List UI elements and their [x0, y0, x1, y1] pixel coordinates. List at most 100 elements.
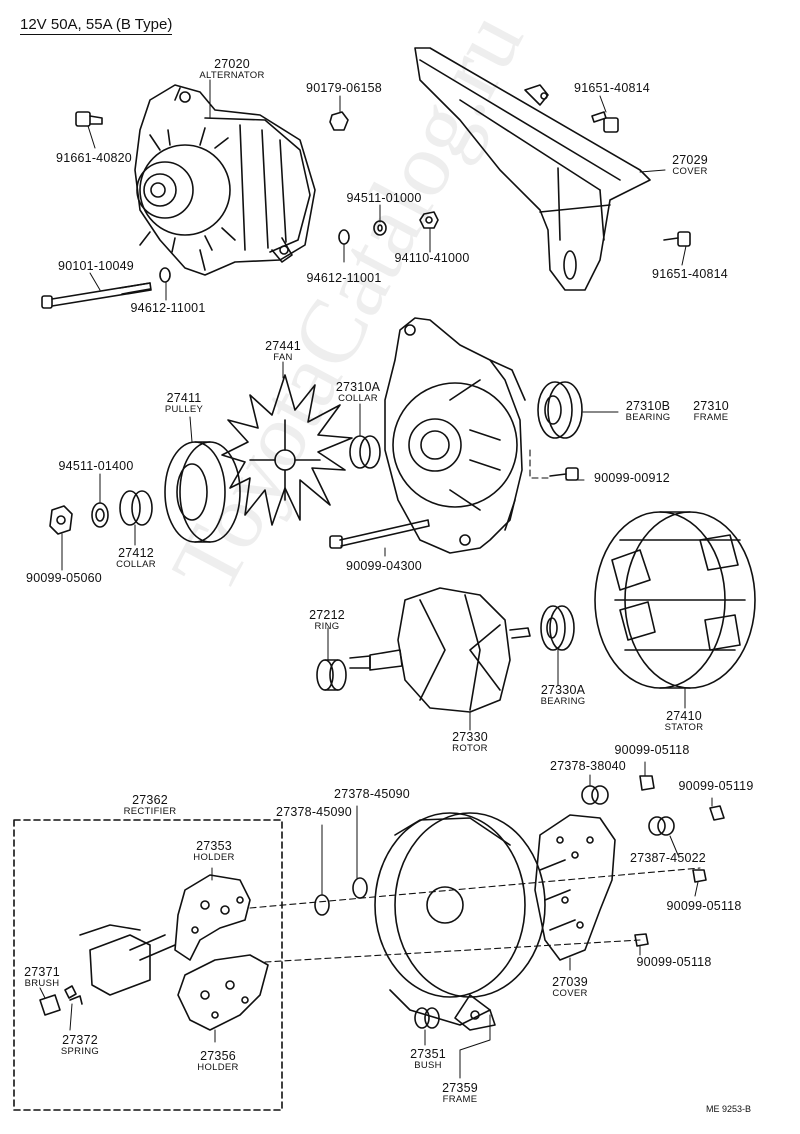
label-cover-27029: 27029 COVER	[672, 154, 708, 178]
part-name: ROTOR	[452, 743, 488, 754]
label-stator: 27410 STATOR	[665, 710, 704, 734]
bearing-27310b-drawing	[537, 381, 583, 439]
label-pulley: 27411 PULLEY	[165, 392, 203, 416]
part-name: BEARING	[625, 412, 671, 423]
part-number: 27039	[552, 975, 588, 989]
part-number: 27371	[24, 965, 60, 979]
part-number: 90099-05118	[614, 743, 690, 757]
nut-90179-drawing	[329, 111, 349, 131]
cover-27039-drawing	[534, 814, 616, 961]
collar-27310a-drawing	[349, 435, 381, 469]
collar-27412-drawing	[119, 490, 153, 526]
part-name: FAN	[273, 352, 293, 363]
part-number: 94612-11001	[306, 271, 382, 285]
label-ins-27378-45090a: 27378-45090	[334, 788, 410, 801]
bush-27351-drawing	[414, 1007, 440, 1029]
label-nut-90099-05118c: 90099-05118	[637, 956, 712, 969]
nut-90099-05060-drawing	[49, 505, 73, 535]
label-nut-94110: 94110-41000	[394, 251, 470, 265]
part-number: 27330A	[540, 683, 586, 697]
part-name: BRUSH	[24, 978, 60, 989]
label-nut-90099-05060: 90099-05060	[26, 571, 102, 585]
fan-drawing	[221, 374, 353, 526]
bearing-27330a-drawing	[540, 605, 575, 651]
nut-94110-drawing	[419, 211, 439, 229]
frame-27310-drawing	[384, 317, 526, 554]
part-number: 90101-10049	[58, 259, 134, 273]
part-name: FRAME	[442, 1094, 478, 1105]
part-number: 94612-11001	[130, 301, 206, 315]
part-number: 27410	[666, 709, 702, 723]
bolt-91651a-drawing	[591, 111, 619, 133]
part-number: 27378-38040	[550, 759, 626, 773]
page-title: 12V 50A, 55A (B Type)	[20, 16, 173, 35]
label-rectifier: 27362 RECTIFIER	[124, 794, 177, 818]
label-bolt-91661: 91661-40820	[56, 151, 132, 165]
washer-94612a-drawing	[338, 229, 350, 245]
label-bolt-91651a: 91651-40814	[574, 81, 650, 95]
part-name: COVER	[552, 988, 588, 999]
part-name: BEARING	[540, 696, 586, 707]
label-nut-90099-05119: 90099-05119	[678, 779, 754, 793]
washer-94511-01000-drawing	[373, 220, 387, 236]
part-number: 91661-40820	[56, 151, 132, 165]
bolt-91661-drawing	[75, 111, 103, 127]
rectifier-dashed-box	[13, 819, 283, 1111]
part-name: HOLDER	[193, 852, 235, 863]
washer-94511-01400-drawing	[91, 502, 109, 528]
part-name: RECTIFIER	[123, 806, 177, 817]
part-number: 27330	[452, 730, 488, 744]
stator-drawing	[594, 511, 756, 689]
part-name: FRAME	[693, 412, 729, 423]
insulators-drawing	[314, 785, 675, 916]
brush-holder-assembly-drawing	[39, 924, 176, 1016]
part-name: COLLAR	[116, 559, 156, 570]
part-number: 27212	[309, 608, 345, 622]
part-number: 94110-41000	[394, 251, 470, 265]
label-bush: 27351 BUSH	[410, 1048, 446, 1072]
alternator-drawing	[134, 84, 316, 276]
part-number: 27362	[132, 793, 168, 807]
frame-27359-drawing	[374, 812, 546, 1031]
part-number: 91651-40814	[574, 81, 650, 95]
label-bearing-27330a: 27330A BEARING	[541, 684, 586, 708]
part-number: 27411	[166, 391, 202, 405]
part-number: 27020	[214, 57, 250, 71]
label-washer-94511-01400: 94511-01400	[58, 459, 134, 473]
label-spring: 27372 SPRING	[61, 1034, 99, 1058]
part-number: 91651-40814	[652, 267, 728, 281]
part-number: 27310A	[335, 380, 381, 394]
pulley-drawing	[164, 441, 241, 543]
part-name: PULLEY	[164, 404, 204, 415]
label-washer-94612b: 94612-11001	[130, 301, 206, 315]
part-number: 27310	[693, 399, 729, 413]
ring-27212-drawing	[316, 659, 347, 691]
part-number: 27351	[410, 1047, 446, 1061]
bolt-90101-drawing	[41, 282, 152, 309]
washer-94612b-drawing	[159, 267, 171, 283]
holder-27356-drawing	[177, 954, 269, 1031]
part-number: 27359	[442, 1081, 478, 1095]
part-name: BUSH	[414, 1060, 442, 1071]
part-number: 27378-45090	[276, 805, 352, 819]
part-number: 90179-06158	[306, 81, 382, 95]
screw-90099-00912-drawing	[549, 467, 579, 481]
label-collar-27310a: 27310A COLLAR	[336, 381, 380, 405]
part-number: 27353	[196, 839, 232, 853]
part-number: 90099-05119	[678, 779, 754, 793]
part-number: 27356	[200, 1049, 236, 1063]
label-frame-27359: 27359 FRAME	[442, 1082, 478, 1106]
part-number: 94511-01400	[58, 459, 134, 473]
leader-lines	[39, 79, 713, 1079]
label-alternator: 27020 ALTERNATOR	[199, 58, 264, 82]
label-cover-27039: 27039 COVER	[552, 976, 588, 1000]
small-nuts-drawing	[634, 775, 725, 947]
part-number: 27441	[265, 339, 301, 353]
label-screw-90099-00912: 90099-00912	[594, 472, 670, 485]
bolt-90099-04300-drawing	[329, 519, 430, 549]
part-number: 90099-05060	[26, 571, 102, 585]
label-holder-27356: 27356 HOLDER	[197, 1050, 238, 1074]
label-frame-27310: 27310 FRAME	[693, 400, 729, 424]
